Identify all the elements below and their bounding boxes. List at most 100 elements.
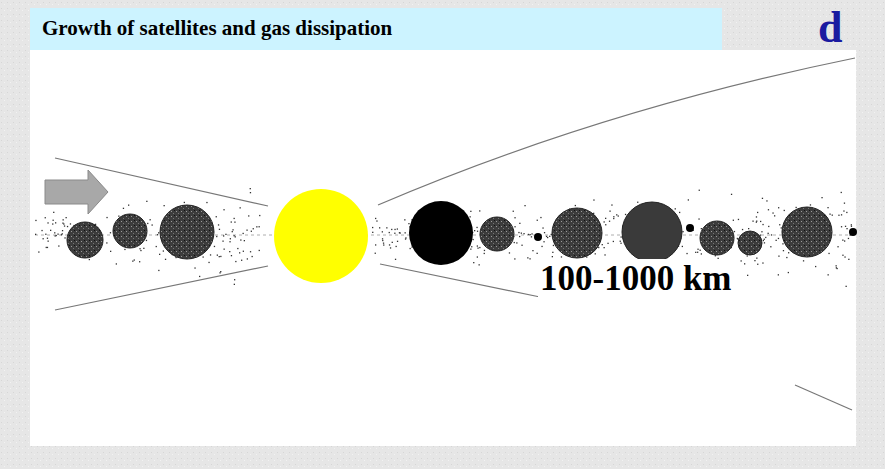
dust-dot xyxy=(134,259,135,260)
dust-dot xyxy=(140,250,141,251)
dust-dot xyxy=(223,235,224,236)
dust-dot xyxy=(237,248,238,249)
dust-dot xyxy=(128,205,129,206)
dust-dot xyxy=(410,248,411,249)
dust-dot xyxy=(637,202,638,203)
dust-dot xyxy=(389,244,390,245)
dust-dot xyxy=(232,231,233,232)
dust-dot xyxy=(514,258,515,259)
dust-dot xyxy=(52,223,53,224)
dust-dot xyxy=(47,247,48,248)
dust-dot xyxy=(110,232,111,233)
dust-dot xyxy=(250,192,251,193)
dust-dot xyxy=(848,238,849,239)
dust-dot xyxy=(815,266,816,267)
dust-dot xyxy=(479,264,480,265)
dust-dot xyxy=(394,229,395,230)
dust-dot xyxy=(810,204,811,205)
dust-dot xyxy=(256,226,257,227)
dust-dot xyxy=(382,238,383,239)
dust-dot xyxy=(146,240,147,241)
dust-dot xyxy=(731,194,732,195)
dust-dot xyxy=(375,244,376,245)
dust-dot xyxy=(530,234,531,235)
dust-dot xyxy=(607,243,608,244)
dust-dot xyxy=(620,241,621,242)
dust-dot xyxy=(395,259,396,260)
dust-dot xyxy=(783,250,784,251)
dust-dot xyxy=(45,234,46,235)
dust-dot xyxy=(760,221,761,222)
dust-dot xyxy=(38,251,39,252)
dust-dot xyxy=(70,223,71,224)
dust-dot xyxy=(613,216,614,217)
dust-dot xyxy=(688,199,689,200)
dust-dot xyxy=(248,215,249,216)
dust-dot xyxy=(66,217,67,218)
dust-dot xyxy=(532,250,533,251)
dust-dot xyxy=(41,230,42,231)
dust-dot xyxy=(828,274,829,275)
dust-dot xyxy=(757,264,758,265)
dust-dot xyxy=(537,253,538,254)
dust-dot xyxy=(842,255,843,256)
dust-dot xyxy=(744,263,745,264)
dust-dot xyxy=(152,224,153,225)
dust-dot xyxy=(35,234,36,235)
dust-dot xyxy=(240,239,241,240)
dust-dot xyxy=(35,220,36,221)
dust-dot xyxy=(742,229,743,230)
dust-dot xyxy=(595,253,596,254)
dust-dot xyxy=(771,234,772,235)
dust-dot xyxy=(768,226,769,227)
dust-dot xyxy=(836,267,837,268)
dust-dot xyxy=(697,249,698,250)
dust-dot xyxy=(618,215,619,216)
dust-dot xyxy=(756,221,757,222)
dust-dot xyxy=(235,236,236,237)
dust-dot xyxy=(372,227,373,228)
dust-dot xyxy=(757,212,758,213)
dust-dot xyxy=(675,208,676,209)
dust-dot xyxy=(216,236,217,237)
dust-dot xyxy=(63,219,64,220)
dust-dot xyxy=(244,240,245,241)
dust-dot xyxy=(841,226,842,227)
dust-dot xyxy=(521,233,522,234)
dust-dot xyxy=(613,218,614,219)
dust-dot xyxy=(214,246,215,247)
dust-dot xyxy=(747,275,748,276)
dust-dot xyxy=(609,221,610,222)
dust-dot xyxy=(754,260,755,261)
dust-dot xyxy=(382,240,383,241)
dust-dot xyxy=(609,211,610,212)
dust-dot xyxy=(106,242,107,243)
dust-dot xyxy=(224,249,225,250)
dust-dot xyxy=(766,200,767,201)
dust-dot xyxy=(408,223,409,224)
dust-dot xyxy=(379,227,380,228)
dust-dot xyxy=(764,242,765,243)
dust-dot xyxy=(390,247,391,248)
dust-dot xyxy=(64,237,65,238)
dust-dot xyxy=(400,232,401,233)
dust-dot xyxy=(405,238,406,239)
dust-dot xyxy=(778,207,779,208)
dust-dot xyxy=(765,237,766,238)
dust-dot xyxy=(514,217,515,218)
slide-title: Growth of satellites and gas dissipation xyxy=(42,16,392,41)
dust-dot xyxy=(62,223,63,224)
dust-dot xyxy=(218,224,219,225)
dust-dot xyxy=(110,251,111,252)
dust-dot xyxy=(561,256,562,257)
dust-dot xyxy=(259,215,260,216)
dust-dot xyxy=(613,241,614,242)
dust-dot xyxy=(779,224,780,225)
dust-dot xyxy=(846,286,847,287)
dust-dot xyxy=(247,258,248,259)
dust-dot xyxy=(53,212,54,213)
dust-dot xyxy=(470,216,471,217)
dust-dot xyxy=(682,246,683,247)
dust-dot xyxy=(383,244,384,245)
